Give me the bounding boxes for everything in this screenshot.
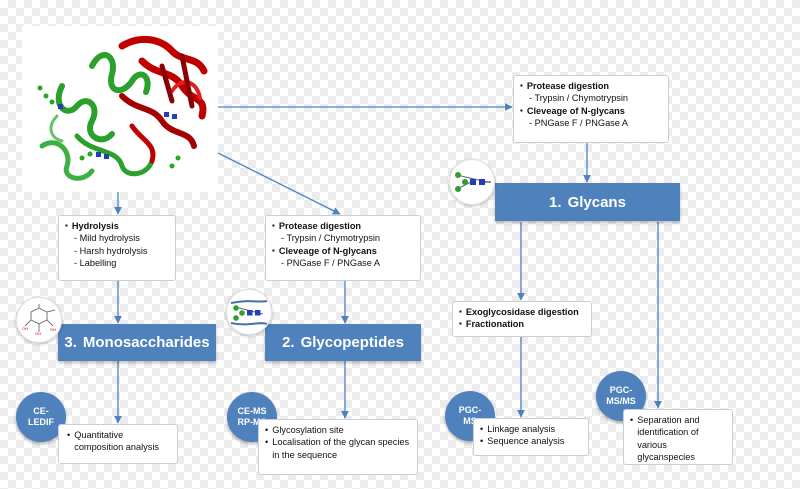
ce-ms-line1: CE-MS bbox=[237, 406, 267, 416]
pgc-ms-line1: PGC- bbox=[458, 405, 482, 415]
middle-digestion-box: Protease digestion - Trypsin / Chymotryp… bbox=[265, 215, 421, 281]
glycans-banner-label: Glycans bbox=[567, 193, 626, 211]
middle-box-sub-cleavage: - PNGase F / PNGase A bbox=[281, 258, 381, 269]
top-digestion-box: Protease digestion - Trypsin / Chymotryp… bbox=[513, 75, 669, 143]
pgc-msms-line1: PGC- bbox=[609, 385, 633, 395]
separation-result-item: Separation and identification of various… bbox=[630, 414, 726, 464]
monosaccharides-banner-label: Monosaccharides bbox=[82, 334, 210, 351]
hydrolysis-item: - Harsh hydrolysis bbox=[74, 245, 148, 256]
middle-box-sub-protease: - Trypsin / Chymotrypsin bbox=[281, 233, 381, 244]
hydrolysis-box: Hydrolysis - Mild hydrolysis - Harsh hyd… bbox=[58, 215, 176, 281]
monosaccharide-structure-icon: OH OH OH bbox=[22, 304, 56, 336]
pgc-msms-circle: PGC- MS/MS bbox=[596, 371, 646, 421]
middle-box-heading-cleavage: Cleveage of N-glycans bbox=[272, 245, 414, 257]
ce-ledif-circle: CE- LEDIF bbox=[16, 392, 66, 442]
svg-text:OH: OH bbox=[35, 331, 41, 336]
exoglycosidase-box: Exoglycosidase digestion Fractionation bbox=[452, 301, 592, 337]
mono-result-box: Quantitative composition analysis bbox=[58, 424, 178, 464]
glycopep-result-item-site: Glycosylation site bbox=[265, 424, 411, 436]
ce-ledif-line2: LEDIF bbox=[28, 417, 54, 427]
top-box-heading-cleavage: Cleveage of N-glycans bbox=[520, 105, 662, 117]
glycans-banner: 1. Glycans bbox=[495, 183, 680, 221]
glycan-thumbnail bbox=[449, 159, 495, 205]
top-box-sub-cleavage: - PNGase F / PNGase A bbox=[529, 118, 629, 129]
hydrolysis-item: - Mild hydrolysis bbox=[74, 233, 140, 244]
svg-text:OH: OH bbox=[50, 327, 56, 332]
protein-structure-image bbox=[22, 26, 218, 192]
glycans-banner-number: 1. bbox=[549, 193, 562, 211]
pgc-msms-line2: MS/MS bbox=[606, 396, 636, 406]
glycopeptides-banner: 2. Glycopeptides bbox=[265, 324, 421, 361]
sequence-result-item: Sequence analysis bbox=[480, 435, 582, 447]
glycopeptides-banner-number: 2. bbox=[282, 334, 295, 351]
glycopeptides-banner-label: Glycopeptides bbox=[300, 334, 404, 351]
svg-text:OH: OH bbox=[22, 326, 28, 331]
linkage-result-box: Linkage analysis Sequence analysis bbox=[473, 418, 589, 456]
middle-box-heading-protease: Protease digestion bbox=[272, 220, 414, 232]
top-box-sub-protease: - Trypsin / Chymotrypsin bbox=[529, 93, 629, 104]
separation-result-box: Separation and identification of various… bbox=[623, 409, 733, 465]
glycopeptide-icon bbox=[230, 300, 268, 326]
monosaccharide-thumbnail: OH OH OH bbox=[16, 297, 62, 343]
monosaccharides-banner-number: 3. bbox=[64, 334, 77, 351]
mono-result-item: Quantitative composition analysis bbox=[67, 429, 171, 454]
top-box-heading-protease: Protease digestion bbox=[520, 80, 662, 92]
glycopep-result-item-localisation: Localisation of the glycan species in th… bbox=[265, 436, 411, 461]
glycan-chain-icon bbox=[455, 172, 491, 192]
ce-ms-line2: RP-MS bbox=[237, 417, 267, 427]
glycopep-result-box: Glycosylation site Localisation of the g… bbox=[258, 419, 418, 475]
ce-ledif-line1: CE- bbox=[33, 406, 49, 416]
monosaccharides-banner: 3. Monosaccharides bbox=[58, 324, 216, 361]
hydrolysis-item: - Labelling bbox=[74, 258, 117, 269]
protein-structure-icon bbox=[37, 35, 208, 181]
hydrolysis-heading: Hydrolysis bbox=[65, 220, 169, 232]
linkage-result-item: Linkage analysis bbox=[480, 423, 582, 435]
pgc-ms-line2: MS bbox=[463, 416, 477, 426]
exo-item-digestion: Exoglycosidase digestion bbox=[459, 306, 585, 318]
glycopeptide-thumbnail bbox=[226, 289, 272, 335]
exo-item-fractionation: Fractionation bbox=[459, 318, 585, 330]
